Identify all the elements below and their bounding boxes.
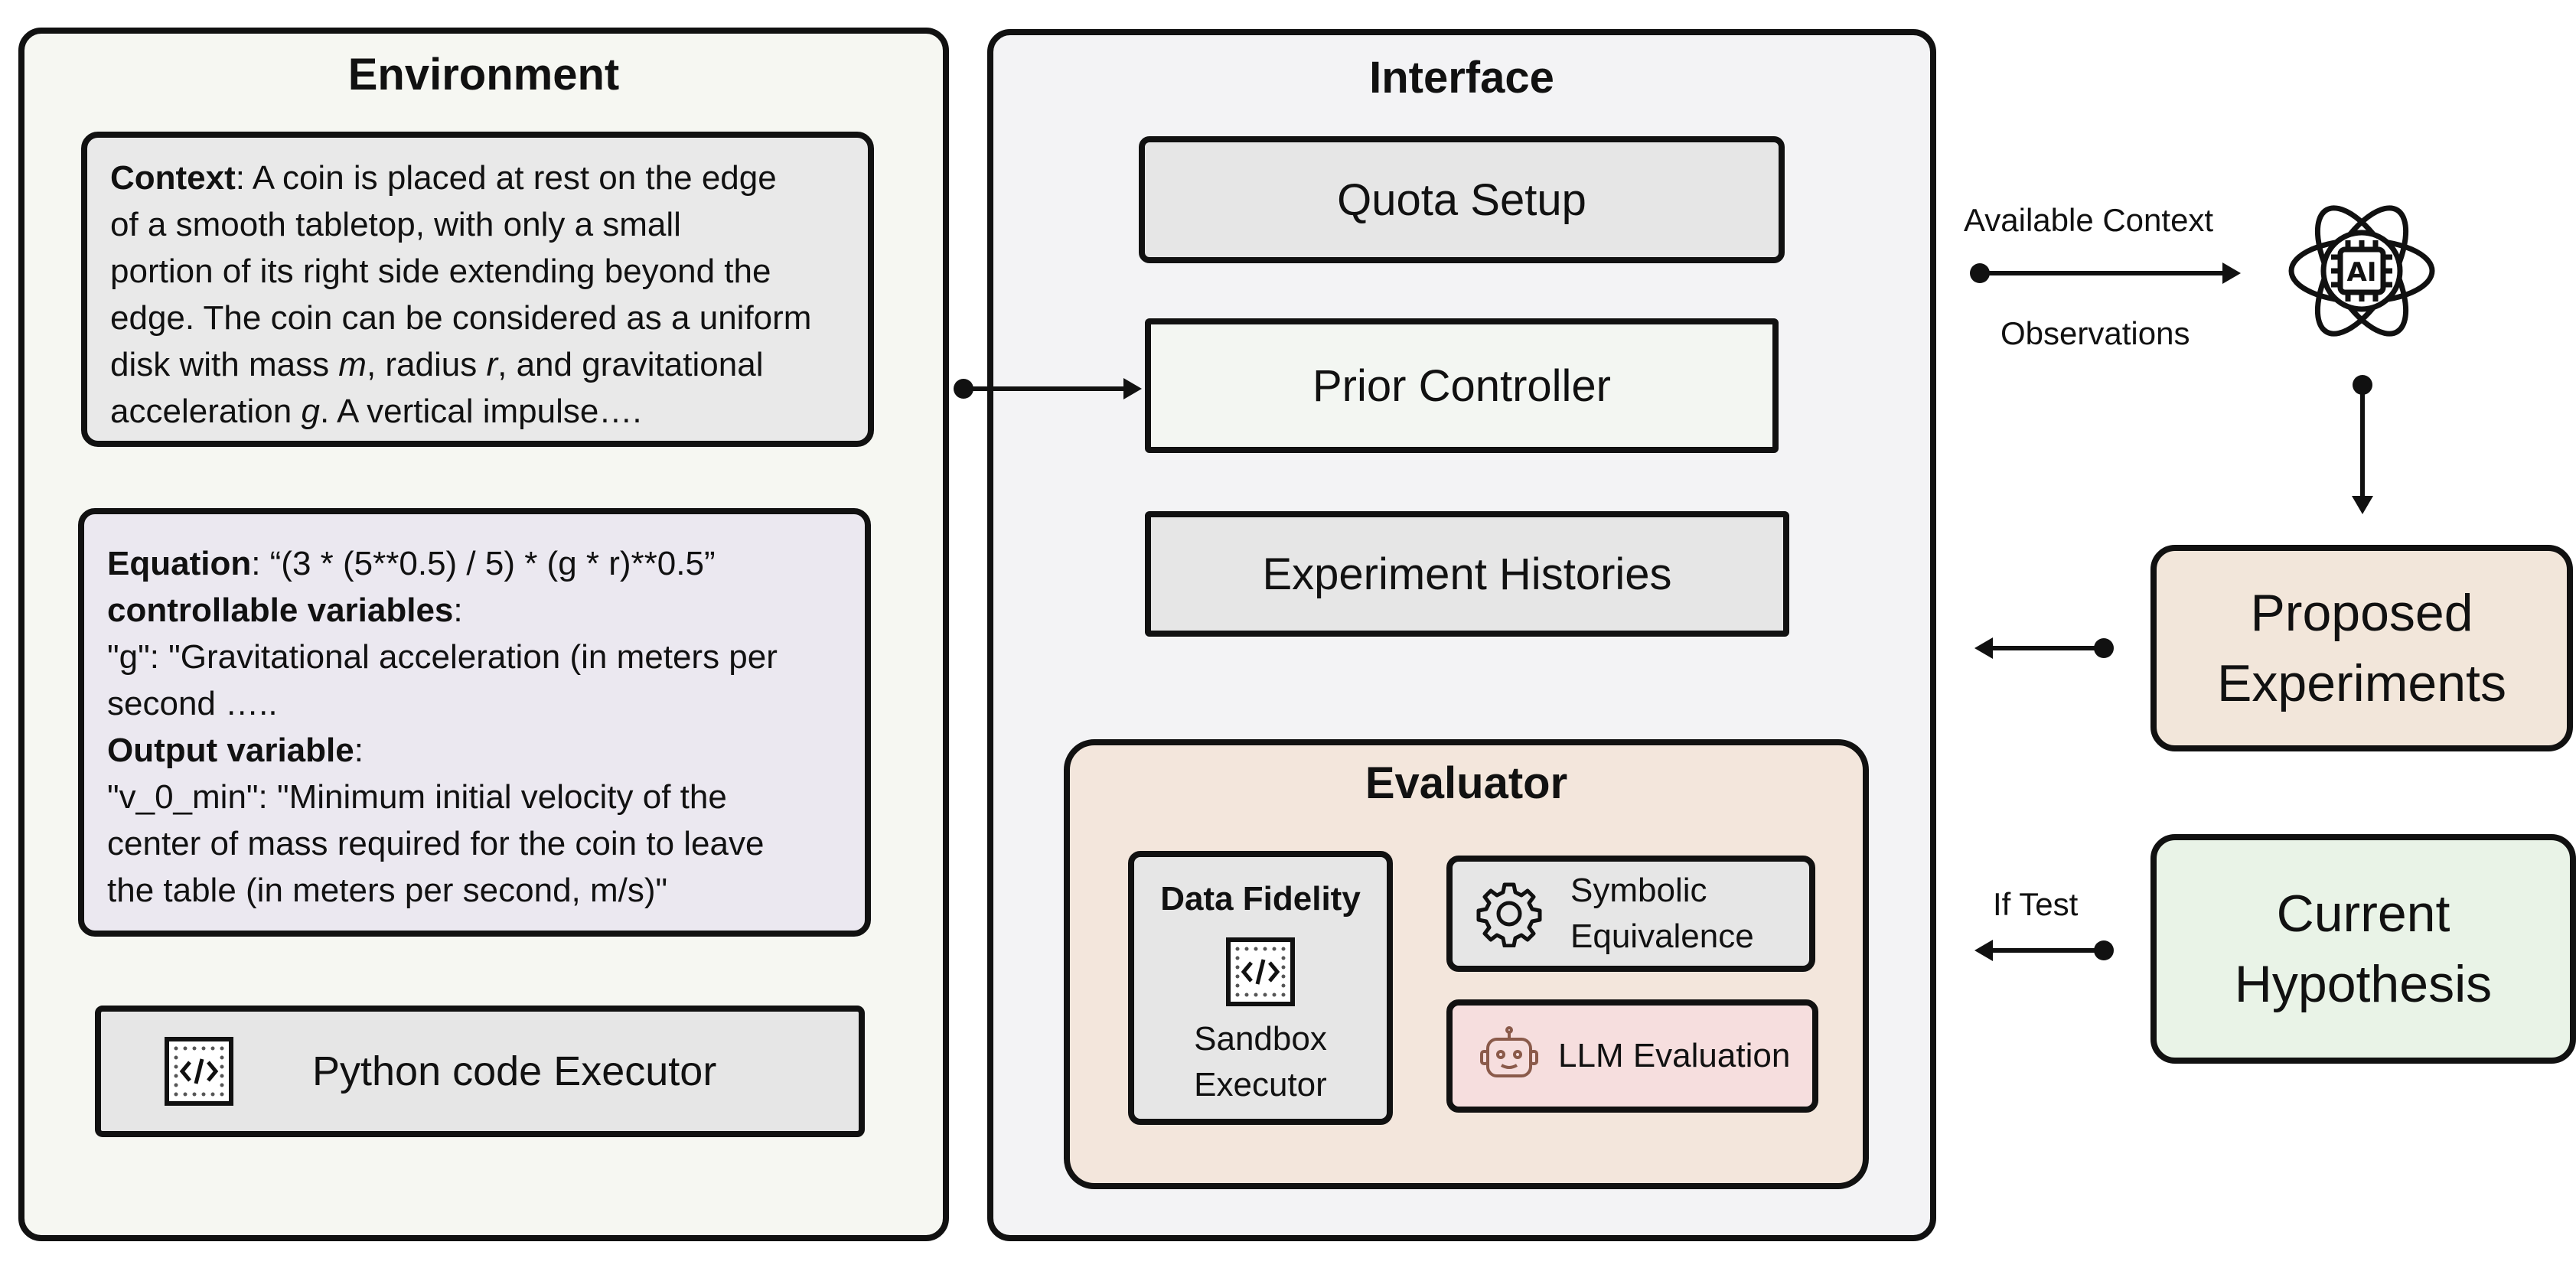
sandbox-label-1: Sandbox xyxy=(1194,1020,1327,1058)
proposed-dot xyxy=(2094,638,2114,658)
arrow-down-icon xyxy=(2352,496,2373,514)
data-fidelity-box: Data Fidelity Sandbox Executor xyxy=(1128,851,1393,1125)
context-line-3: portion of its right side extending beyo… xyxy=(110,253,771,290)
hypothesis-line xyxy=(1991,948,2103,953)
context-line-6: acceleration g. A vertical impulse…. xyxy=(110,393,642,430)
output-var-line-2: center of mass required for the coin to … xyxy=(107,825,765,862)
output-var-line-1: "v_0_min": "Minimum initial velocity of … xyxy=(107,778,727,816)
ai-icon-text: AI xyxy=(2347,257,2377,288)
arrow-right-icon xyxy=(1123,378,1142,399)
equation-box: Equation: “(3 * (5**0.5) / 5) * (g * r)*… xyxy=(78,508,871,937)
context-line-5: disk with mass m, radius r, and gravitat… xyxy=(110,346,764,383)
observations-label: Observations xyxy=(2000,315,2190,351)
quota-setup-box: Quota Setup xyxy=(1139,136,1785,263)
symbolic-equivalence-box: Symbolic Equivalence xyxy=(1446,856,1815,972)
output-variable-heading: Output variable: xyxy=(107,732,364,769)
interface-title: Interface xyxy=(1369,53,1554,103)
proposed-experiments-box: Proposed Experiments xyxy=(2150,545,2573,751)
data-fidelity-label: Data Fidelity xyxy=(1160,880,1361,918)
sandbox-code-icon xyxy=(1225,937,1296,1007)
prior-controller-box: Prior Controller xyxy=(1145,318,1779,453)
if-test-label: If Test xyxy=(1993,886,2079,922)
context-box: Context: A coin is placed at rest on the… xyxy=(81,132,874,447)
current-hypothesis-box: Current Hypothesis xyxy=(2150,834,2576,1064)
context-line-2: of a smooth tabletop, with only a small xyxy=(110,206,681,243)
context-line xyxy=(1979,271,2224,275)
llm-evaluation-box: LLM Evaluation xyxy=(1446,999,1818,1113)
available-context-label: Available Context xyxy=(1964,202,2214,238)
controllable-variables-heading: controllable variables: xyxy=(107,592,463,629)
proposed-line xyxy=(1991,646,2103,650)
controllable-var-line-1: "g": "Gravitational acceleration (in met… xyxy=(107,638,778,676)
python-executor-label: Python code Executor xyxy=(312,1048,717,1094)
ai-down-line xyxy=(2360,383,2365,497)
equation-line: Equation: “(3 * (5**0.5) / 5) * (g * r)*… xyxy=(107,545,716,582)
evaluator-title: Evaluator xyxy=(1365,758,1568,808)
context-label: Context xyxy=(110,159,236,197)
connector-line xyxy=(963,386,1125,391)
python-executor-box: Python code Executor xyxy=(95,1006,865,1137)
context-line-1: Context: A coin is placed at rest on the… xyxy=(110,159,777,197)
arrow-left-icon xyxy=(1974,637,1993,659)
context-line-4: edge. The coin can be considered as a un… xyxy=(110,299,812,337)
code-file-icon xyxy=(164,1036,234,1107)
hypothesis-dot xyxy=(2094,940,2114,960)
llm-evaluation-label: LLM Evaluation xyxy=(1558,1037,1791,1074)
robot-icon xyxy=(1479,1025,1540,1087)
controllable-var-line-2: second ….. xyxy=(107,685,278,722)
arrow-left-icon xyxy=(1974,940,1993,961)
environment-title: Environment xyxy=(347,50,620,99)
output-var-line-3: the table (in meters per second, m/s)" xyxy=(107,872,668,909)
gear-icon xyxy=(1475,880,1543,947)
sandbox-label-2: Executor xyxy=(1194,1066,1327,1103)
symbolic-equivalence-label: Symbolic Equivalence xyxy=(1570,872,1754,955)
arrow-right-icon xyxy=(2222,262,2241,284)
experiment-histories-box: Experiment Histories xyxy=(1145,511,1789,637)
ai-agent-icon: AI xyxy=(2285,194,2438,347)
